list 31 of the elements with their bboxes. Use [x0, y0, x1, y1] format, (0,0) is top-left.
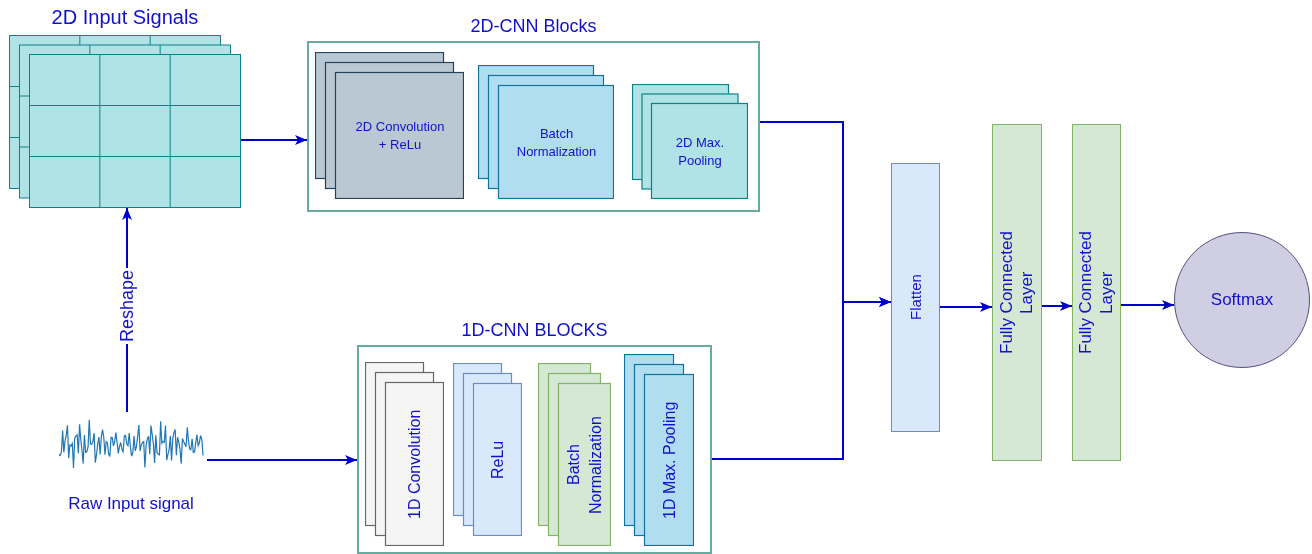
arrow [939, 302, 993, 312]
arrow [1041, 301, 1073, 311]
layer-stack [538, 363, 611, 546]
layer-stack [365, 362, 444, 546]
layer-stack [453, 363, 522, 536]
layer-stack [624, 354, 694, 546]
layer-stack [632, 84, 748, 199]
flatten-layer [891, 163, 940, 432]
layer-label: 2D Convolution + ReLu [354, 118, 446, 154]
layer-label: 1D Convolution [405, 408, 425, 522]
arrow [1120, 300, 1175, 310]
layer-stack [478, 65, 614, 199]
layer-label: ReLu [488, 439, 508, 482]
dense-layer [992, 124, 1042, 461]
layer-label: Batch Normalization [564, 415, 605, 516]
layer-label: 1D Max. Pooling [659, 400, 679, 522]
arrow [711, 297, 892, 460]
layer-label: Batch Normalization [515, 124, 598, 161]
dense-layer [1072, 124, 1121, 461]
heading: 2D-CNN Blocks [469, 14, 598, 38]
heading: 1D-CNN BLOCKS [460, 318, 609, 342]
layer-label: Softmax [1209, 289, 1275, 311]
layer-stack [315, 52, 464, 199]
heading: 2D Input Signals [50, 4, 200, 30]
layer-label: Flatten [905, 273, 925, 323]
arrow [206, 455, 358, 465]
signal-caption: Raw Input signal [67, 492, 195, 515]
layer-label: 2D Max. Pooling [674, 133, 726, 170]
arrow [240, 135, 308, 145]
layer-label: Fully Connected Layer [1075, 230, 1117, 356]
layer-label: Fully Connected Layer [995, 230, 1037, 356]
